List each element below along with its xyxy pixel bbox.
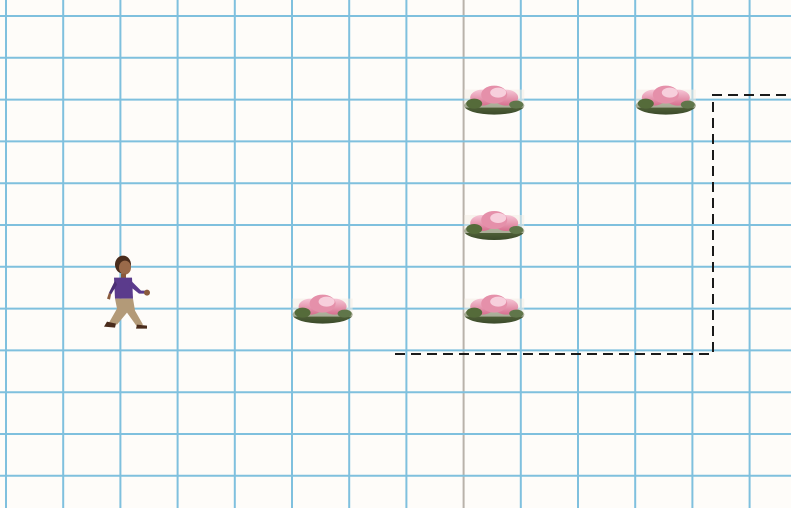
pink-flower-icon [636,86,696,115]
pink-flower-icon [464,86,524,115]
pink-flower-icon [464,211,524,240]
pink-flower-icon [464,295,524,324]
pink-flower-icon [293,295,353,324]
